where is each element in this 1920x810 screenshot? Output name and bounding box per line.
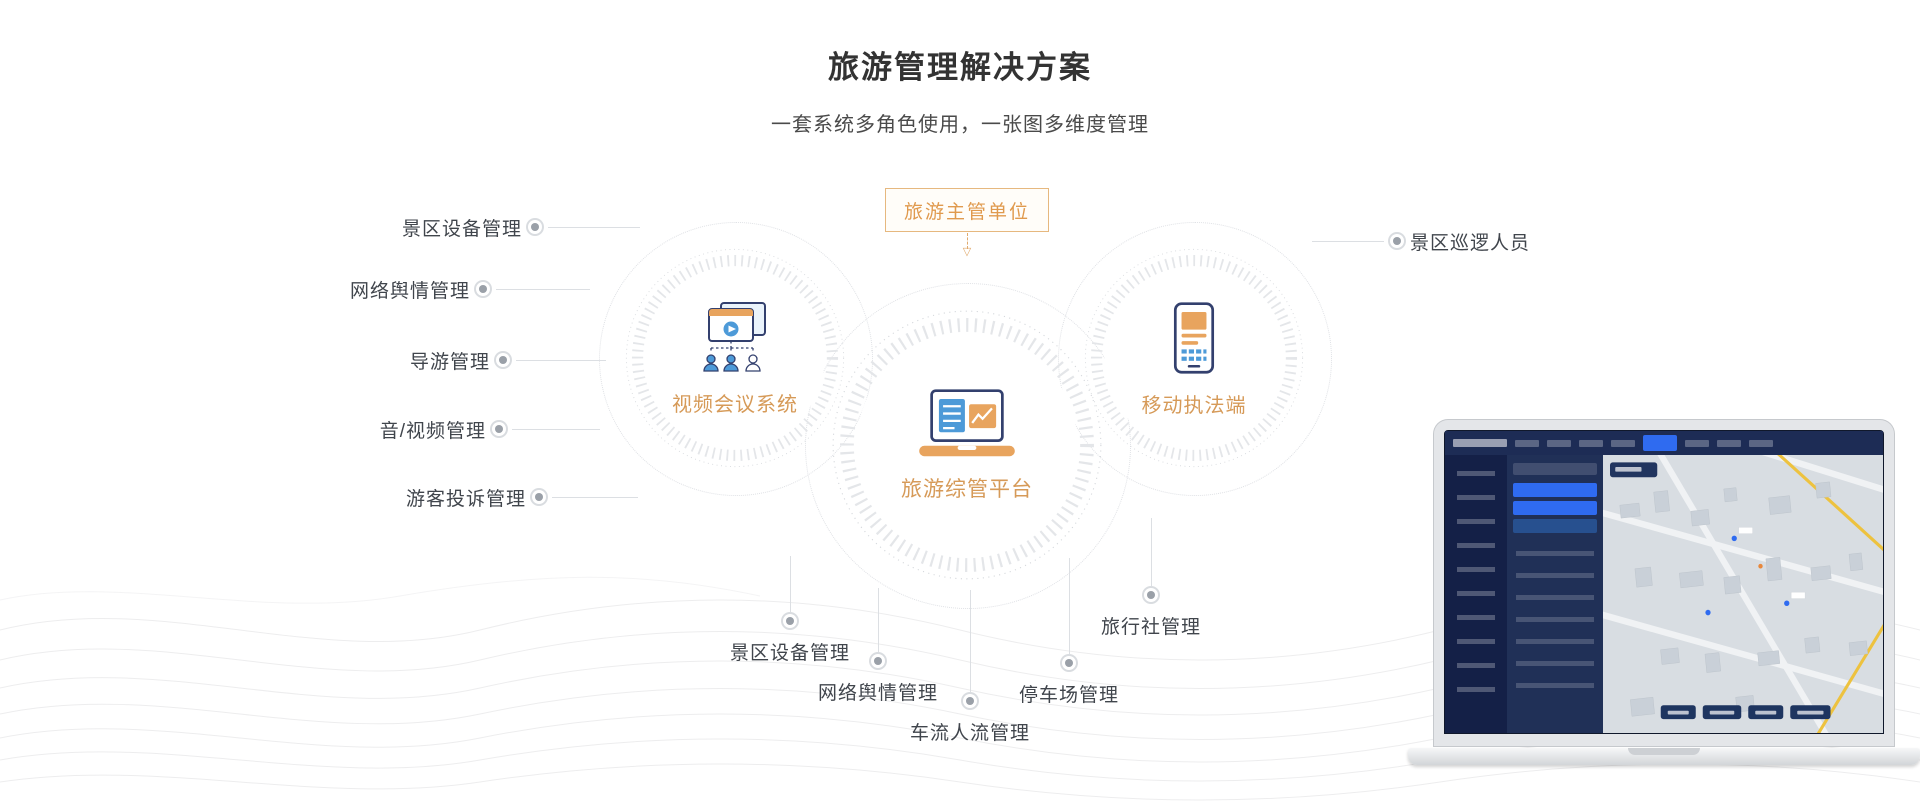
connector-dot	[965, 697, 974, 705]
dashboard-nav-item-active	[1643, 435, 1677, 451]
connector-line	[1312, 240, 1384, 242]
laptop-base	[1408, 748, 1920, 765]
connector-dot	[535, 493, 543, 501]
panel-highlight-row	[1513, 483, 1597, 497]
laptop-mockup	[1408, 420, 1920, 774]
connector-dot	[495, 425, 503, 433]
bottom-label: 网络舆情管理	[817, 683, 939, 704]
panel-highlight-row	[1513, 501, 1597, 515]
bottom-label-stem: 停车场管理	[1019, 558, 1119, 707]
bottom-label: 车流人流管理	[909, 723, 1031, 744]
left-label-row: 导游管理	[409, 349, 606, 373]
left-label: 导游管理	[409, 351, 490, 373]
node-label: 移动执法端	[1141, 394, 1247, 417]
dashboard-screenshot	[1445, 431, 1883, 733]
left-label: 游客投诉管理	[405, 488, 526, 510]
right-label-row: 景区巡逻人员	[1312, 230, 1531, 254]
dashboard-navbar	[1445, 431, 1883, 455]
dashboard-nav-item	[1547, 439, 1571, 447]
dashboard-map-screenshot	[1603, 455, 1883, 733]
connector-line	[1068, 558, 1070, 654]
node-ring	[832, 310, 1102, 580]
left-label-row: 网络舆情管理	[349, 278, 590, 302]
dashed-connector-line	[967, 233, 968, 249]
authority-box: 旅游主管单位	[885, 188, 1049, 232]
connector-dot	[1393, 237, 1401, 245]
right-label: 景区巡逻人员	[1410, 232, 1531, 254]
connector-line	[877, 588, 879, 652]
connector-line	[548, 226, 640, 228]
connector-dot	[479, 285, 487, 293]
left-label: 音/视频管理	[379, 420, 486, 442]
connector-line	[552, 496, 638, 498]
bottom-label: 旅行社管理	[1100, 617, 1202, 638]
page-title: 旅游管理解决方案	[828, 50, 1092, 85]
connector-line	[969, 590, 971, 692]
connector-line	[789, 556, 791, 612]
left-label: 景区设备管理	[401, 218, 522, 240]
left-label-row: 景区设备管理	[401, 216, 640, 240]
video-conference-icon	[703, 301, 766, 372]
connector-line	[516, 359, 606, 361]
dashboard-logo	[1453, 439, 1507, 447]
connector-line	[496, 288, 590, 290]
dashboard-nav-item	[1717, 439, 1741, 447]
connector-dot	[785, 617, 794, 625]
connector-dot	[873, 657, 882, 665]
left-label: 网络舆情管理	[349, 280, 470, 302]
dashboard-nav-item	[1515, 439, 1539, 447]
laptop-dashboard-icon	[919, 389, 1015, 457]
dashboard-nav-item	[1579, 439, 1603, 447]
waves-background	[0, 576, 1920, 801]
left-label-row: 游客投诉管理	[405, 486, 638, 510]
dashed-down-arrow-icon: ▽	[962, 246, 972, 258]
authority-label: 旅游主管单位	[903, 201, 1030, 223]
page-subtitle: 一套系统多角色使用，一张图多维度管理	[771, 114, 1149, 136]
panel-highlight-row	[1513, 519, 1597, 533]
laptop-notch	[1628, 748, 1700, 755]
node-mobile-enforcement: 移动执法端	[1082, 246, 1306, 470]
mobile-terminal-icon	[1173, 301, 1215, 374]
connector-dot	[499, 356, 507, 364]
bottom-label-stem: 车流人流管理	[910, 590, 1030, 745]
bottom-label-stem: 旅行社管理	[1101, 518, 1201, 639]
bottom-label: 景区设备管理	[729, 643, 851, 664]
dotted-arc	[1058, 222, 1332, 496]
node-video-conference: 视频会议系统	[623, 246, 847, 470]
dashboard-nav-item	[1685, 439, 1709, 447]
connector-dot	[1146, 591, 1155, 599]
connector-dot	[531, 223, 539, 231]
laptop-screen	[1434, 420, 1894, 746]
node-label: 旅游综管平台	[901, 478, 1033, 501]
connector-dot	[1064, 659, 1073, 667]
node-platform: 旅游综管平台	[829, 307, 1105, 583]
left-label-row: 音/视频管理	[379, 418, 600, 442]
dashboard-list-panel	[1507, 455, 1603, 733]
dashboard-nav-item	[1611, 439, 1635, 447]
dashboard-map-area	[1603, 455, 1883, 733]
bottom-label: 停车场管理	[1018, 685, 1120, 706]
connector-line	[512, 428, 600, 430]
node-label: 视频会议系统	[672, 393, 798, 416]
bottom-label-stem: 景区设备管理	[730, 556, 850, 665]
bottom-label-stem: 网络舆情管理	[818, 588, 938, 705]
dashboard-nav-item	[1749, 439, 1773, 447]
dashboard-sidebar	[1445, 455, 1507, 733]
connector-line	[1150, 518, 1152, 586]
